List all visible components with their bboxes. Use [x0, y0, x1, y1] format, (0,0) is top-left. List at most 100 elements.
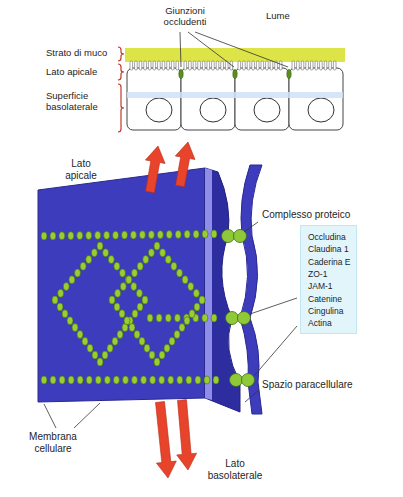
protein-dot	[72, 324, 78, 332]
protein-dot	[141, 376, 147, 384]
junction-protein	[226, 312, 239, 325]
protein-list-panel: OccludinaClaudina 1Caderina EZO-1JAM-1Ca…	[300, 225, 357, 334]
protein-dot	[58, 289, 64, 297]
protein-dot	[50, 232, 56, 240]
microvillus	[256, 61, 259, 70]
nucleus	[200, 98, 226, 122]
leader-group	[44, 222, 297, 428]
microvillus	[247, 61, 250, 70]
protein-dot	[129, 324, 135, 332]
protein-dot	[171, 262, 177, 270]
protein-dot	[165, 256, 171, 264]
microvillus	[139, 61, 142, 70]
nucleus	[308, 98, 334, 122]
protein-name: Catenine	[308, 293, 342, 305]
protein-dot	[154, 358, 160, 366]
bracket	[118, 64, 124, 80]
protein-dot	[130, 231, 136, 239]
protein-dot	[63, 283, 69, 291]
protein-dot	[193, 230, 199, 238]
protein-dot	[97, 242, 103, 250]
flow-arrow	[175, 142, 195, 187]
leader-line	[188, 32, 234, 67]
protein-dot	[122, 231, 128, 239]
protein-dot	[184, 317, 190, 325]
tight-junction	[233, 70, 237, 79]
microvillus	[193, 61, 196, 70]
microvillus	[252, 61, 255, 70]
protein-dot	[52, 296, 58, 304]
protein-dot	[52, 296, 58, 304]
protein-name: Caderina E	[308, 256, 351, 268]
leader-line	[180, 32, 181, 67]
protein-dot	[62, 310, 68, 318]
protein-dot	[132, 310, 138, 318]
protein-dot	[75, 269, 81, 277]
protein-dot	[184, 230, 190, 238]
basolateral-band	[127, 92, 343, 98]
label-text: Lato apicale	[58, 158, 104, 182]
microvillus	[158, 61, 161, 70]
mucus-layer	[125, 48, 345, 62]
microvillus	[270, 61, 273, 70]
microvillus	[216, 61, 219, 70]
protein-dot	[107, 344, 113, 352]
flow-arrow	[177, 400, 197, 470]
protein-dot	[104, 376, 110, 384]
microvillus	[167, 61, 170, 70]
junction-protein	[230, 374, 243, 387]
protein-dot	[136, 289, 142, 297]
bracket	[118, 47, 124, 61]
label-text: Membrana cellulare	[22, 431, 84, 455]
protein-dot	[177, 376, 183, 384]
microvillus	[130, 61, 133, 70]
microvillus	[162, 61, 165, 70]
protein-dot	[68, 232, 74, 240]
protein-dot	[148, 249, 154, 257]
microvillus	[198, 61, 201, 70]
microvillus	[221, 61, 224, 70]
protein-dot	[132, 376, 138, 384]
protein-dot	[137, 303, 143, 311]
epithelial-cell	[235, 68, 289, 130]
protein-dot	[50, 376, 56, 384]
leader-group	[180, 32, 288, 67]
protein-dot	[97, 358, 103, 366]
protein-dot	[114, 303, 120, 311]
epithelial-cell	[181, 68, 235, 130]
microvillus	[212, 61, 215, 70]
microvilli-group	[130, 61, 336, 70]
protein-dot	[144, 344, 150, 352]
protein-dot	[150, 376, 156, 384]
protein-dot	[57, 303, 63, 311]
tight-junction	[287, 70, 291, 79]
protein-dot	[69, 276, 75, 284]
protein-dot	[97, 358, 103, 366]
protein-dot	[112, 337, 118, 345]
protein-dot	[80, 262, 86, 270]
protein-dot	[154, 358, 160, 366]
junction-complex-group	[222, 230, 255, 387]
protein-dot	[104, 231, 110, 239]
bracket-group	[118, 47, 124, 132]
protein-dot	[194, 303, 200, 311]
microvillus	[266, 61, 269, 70]
protein-dot	[189, 310, 195, 318]
protein-dot	[103, 249, 109, 257]
protein-dot	[91, 249, 97, 257]
protein-dot	[59, 232, 65, 240]
label-text: Giunzioni occludenti	[150, 5, 220, 28]
protein-dot	[142, 296, 148, 304]
microvillus	[144, 61, 147, 70]
protein-dot	[132, 269, 138, 277]
flow-arrow	[145, 146, 165, 193]
protein-dot	[169, 337, 175, 345]
microvillus	[176, 61, 179, 70]
microvillus	[184, 61, 187, 70]
microvillus	[171, 61, 174, 70]
protein-dot	[68, 376, 74, 384]
protein-dot	[148, 231, 154, 239]
protein-dot	[77, 376, 83, 384]
microvillus	[320, 61, 323, 70]
protein-dot	[86, 231, 92, 239]
